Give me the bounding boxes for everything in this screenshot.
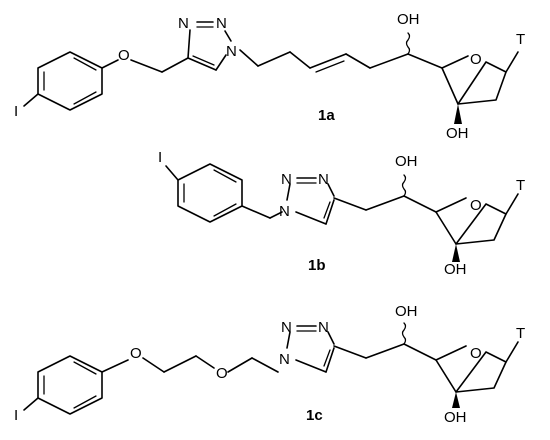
benzene-ring-1a bbox=[37, 51, 103, 111]
triazole-ring-1b bbox=[286, 177, 335, 225]
triazole-n3-1c: N bbox=[279, 351, 290, 368]
ring-hydroxyl-1a: OH bbox=[446, 125, 469, 142]
compound-label-1c: 1c bbox=[306, 407, 323, 424]
furanose-ring-1b bbox=[403, 193, 519, 262]
ring-oxygen-1a: O bbox=[470, 51, 482, 68]
side-hydroxyl-1c: OH bbox=[395, 303, 418, 320]
side-hydroxyl-1a: OH bbox=[397, 11, 420, 28]
triazole-n1-1c: N bbox=[281, 319, 292, 336]
ether-oxygen-1c-first: O bbox=[130, 345, 142, 362]
ether-oxygen-1c-second: O bbox=[216, 365, 228, 382]
ring-hydroxyl-1c: OH bbox=[444, 409, 467, 426]
bond-c-o bbox=[101, 59, 119, 69]
side-hydroxyl-1b: OH bbox=[395, 153, 418, 170]
triazole-n1: N bbox=[178, 15, 189, 32]
thymine-base-1c: T bbox=[516, 325, 525, 342]
iodine-atom-1c: I bbox=[14, 407, 18, 424]
bond-c-i bbox=[23, 93, 39, 107]
benzene-ring-1b bbox=[177, 163, 243, 223]
compound-1b: I N N N OH O T OH 1b bbox=[158, 149, 525, 278]
iodine-atom-1b: I bbox=[158, 149, 162, 166]
thymine-base-1a: T bbox=[516, 31, 525, 48]
wavy-bond-1c bbox=[401, 322, 407, 345]
triazole-n2: N bbox=[216, 15, 227, 32]
wavy-bond-1b bbox=[401, 174, 407, 197]
wavy-bond-1a bbox=[405, 32, 411, 55]
thymine-base-1b: T bbox=[516, 177, 525, 194]
benzene-ring-1c bbox=[37, 355, 103, 415]
compound-label-1a: 1a bbox=[318, 107, 335, 124]
compound-1a: I O N N N OH bbox=[14, 11, 525, 142]
ring-oxygen-1b: O bbox=[470, 197, 482, 214]
triazole-ring-1c bbox=[286, 325, 335, 373]
furanose-ring-1a bbox=[407, 51, 519, 124]
triazole-n2-1c: N bbox=[318, 319, 329, 336]
compound-1c: I O O N N N OH O T bbox=[14, 303, 525, 426]
ring-oxygen-1c: O bbox=[470, 345, 482, 362]
furanose-ring-1c bbox=[403, 341, 519, 408]
triazole-n3-1b: N bbox=[279, 203, 290, 220]
ether-oxygen: O bbox=[118, 47, 130, 64]
triazole-n1-1b: N bbox=[281, 171, 292, 188]
compound-label-1b: 1b bbox=[308, 257, 326, 274]
ring-hydroxyl-1b: OH bbox=[444, 261, 467, 278]
iodine-atom: I bbox=[14, 103, 18, 120]
triazole-n3: N bbox=[226, 43, 237, 60]
triazole-n2-1b: N bbox=[318, 171, 329, 188]
triazole-ring-1a bbox=[187, 21, 232, 71]
